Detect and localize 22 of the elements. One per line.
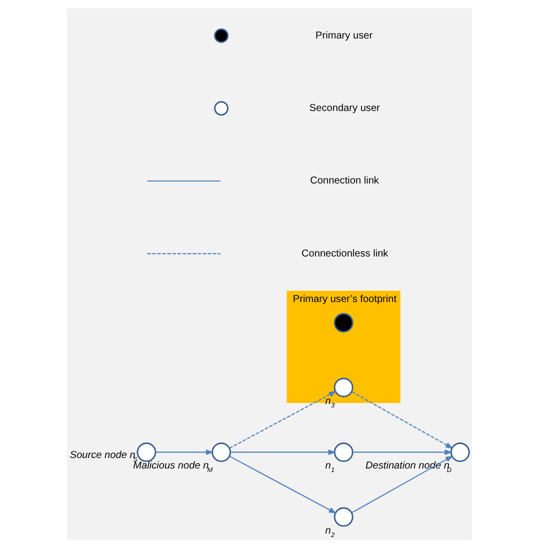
legend-label: Secondary user xyxy=(309,103,380,114)
arrow xyxy=(352,456,454,514)
node-label: n$_{1}$ xyxy=(325,460,335,474)
node-circle xyxy=(334,313,354,332)
arrow xyxy=(156,449,214,455)
node-circle xyxy=(334,378,354,398)
node-circle xyxy=(334,507,354,527)
legend-label: Connectionless link xyxy=(302,248,388,260)
node-circle xyxy=(450,442,470,462)
arrow xyxy=(230,449,336,455)
arrow xyxy=(352,449,453,455)
arrow xyxy=(229,456,337,514)
arrow xyxy=(229,390,337,449)
node-circle xyxy=(212,442,232,462)
legend-label: Connection link xyxy=(310,176,379,187)
node-circle xyxy=(136,442,156,462)
node-label: Malicious node n$_{M}$ xyxy=(133,460,213,474)
node-label: Source node n$_{S}$ xyxy=(70,450,138,464)
node-circle xyxy=(334,442,354,462)
arrow xyxy=(352,391,454,449)
legend-label: Primary user xyxy=(316,30,373,42)
node-label: n$_{2}$ xyxy=(325,525,335,539)
